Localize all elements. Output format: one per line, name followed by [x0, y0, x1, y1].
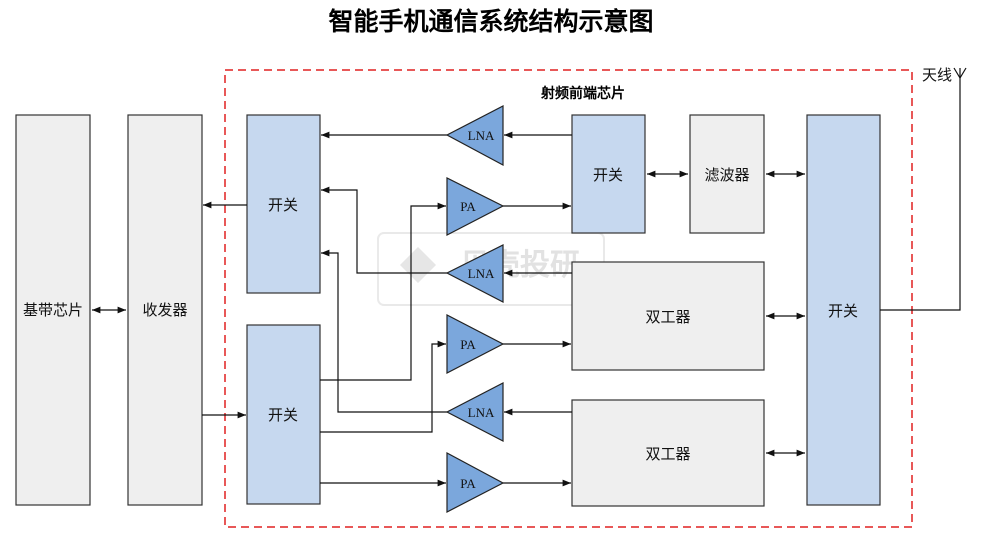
pa-3-label: PA [460, 476, 476, 491]
pa-1[interactable]: PA [446, 177, 505, 236]
lna-1[interactable]: LNA [445, 105, 504, 167]
switch-left-bottom-label: 开关 [268, 406, 298, 424]
lna-2-label: LNA [468, 266, 495, 281]
duplexer-1-label: 双工器 [645, 308, 690, 326]
transceiver-block[interactable]: 收发器 [127, 114, 203, 506]
switch-mid-label: 开关 [593, 166, 623, 184]
pa-3[interactable]: PA [446, 451, 505, 513]
switch-right-label: 开关 [828, 302, 858, 320]
antenna-feed [880, 68, 961, 311]
rf-frontend-border [224, 69, 913, 528]
lna-3[interactable]: LNA [445, 382, 504, 442]
lna-3-label: LNA [468, 405, 495, 420]
baseband-block[interactable]: 基带芯片 [15, 114, 91, 506]
pa2-in [320, 340, 446, 433]
duplexer-1[interactable]: 双工器 [571, 261, 765, 371]
lna3-out [321, 249, 447, 413]
pa-1-label: PA [460, 199, 476, 214]
switch-mid[interactable]: 开关 [571, 114, 646, 234]
pa-2[interactable]: PA [446, 314, 505, 374]
rf-frontend-label: 射频前端芯片 [540, 85, 625, 102]
lna2-out [321, 186, 447, 274]
switch-left-top-label: 开关 [268, 196, 298, 214]
connections [92, 68, 961, 487]
duplexer-2-label: 双工器 [645, 445, 690, 463]
duplexer-2[interactable]: 双工器 [571, 399, 765, 507]
pa-2-label: PA [460, 337, 476, 352]
lna-1-label: LNA [468, 128, 495, 143]
page-title: 智能手机通信系统结构示意图 [328, 7, 653, 36]
switch-left-top[interactable]: 开关 [246, 114, 321, 294]
switch-right[interactable]: 开关 [806, 114, 881, 506]
pa1-in [320, 202, 446, 381]
antenna-icon [953, 67, 967, 80]
transceiver-label: 收发器 [142, 301, 187, 319]
filter-block[interactable]: 滤波器 [689, 114, 765, 234]
switch-left-bottom[interactable]: 开关 [246, 324, 321, 505]
baseband-label: 基带芯片 [23, 301, 83, 319]
filter-label: 滤波器 [704, 166, 749, 184]
antenna-label: 天线 [922, 66, 952, 84]
lna-2[interactable]: LNA [445, 244, 504, 303]
